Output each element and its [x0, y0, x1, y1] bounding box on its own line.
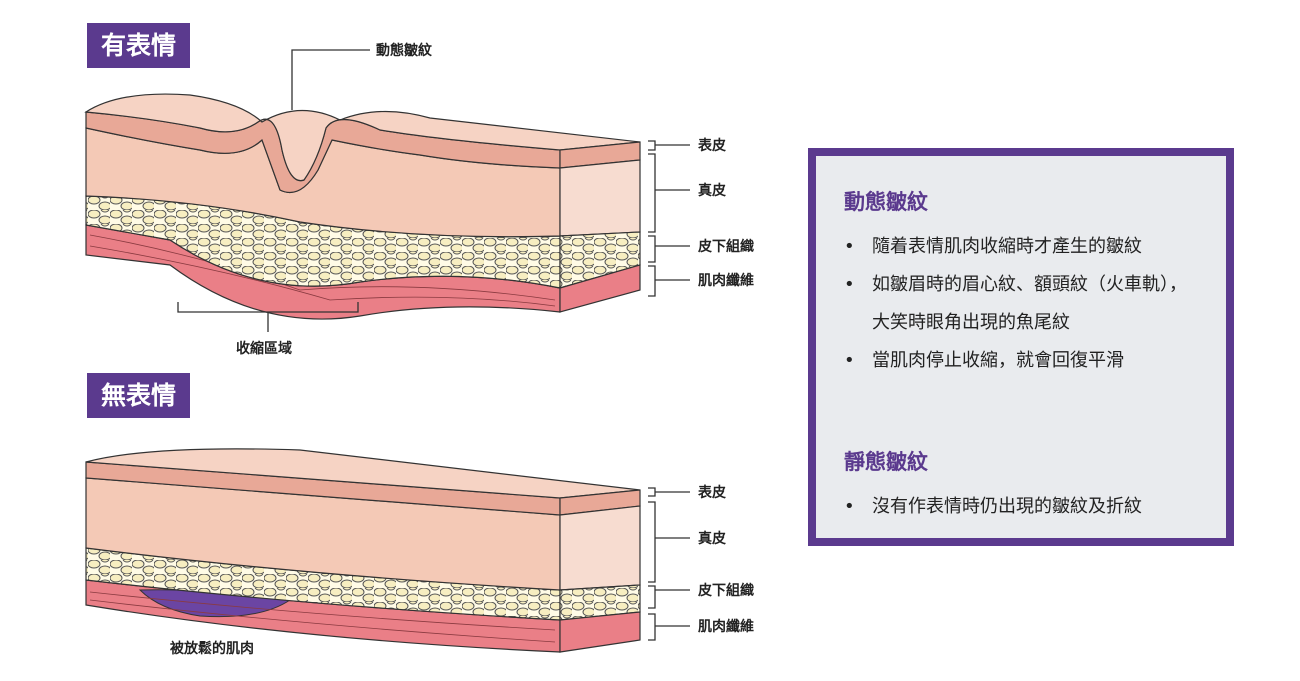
- neutral-leaders: [648, 487, 690, 641]
- list-item: 隨着表情肌肉收縮時才產生的皺紋: [844, 228, 1204, 266]
- neutral-tag: 無表情: [87, 373, 191, 418]
- dynamic-wrinkle-label: 動態皺紋: [376, 43, 432, 59]
- relaxed-muscle-label: 被放鬆的肌肉: [170, 641, 254, 657]
- static-wrinkle-title: 靜態皺紋: [844, 450, 928, 474]
- dynamic-wrinkle-title: 動態皺紋: [844, 190, 928, 214]
- skin-diagrams: [84, 49, 690, 653]
- info-panel: 動態皺紋 隨着表情肌肉收縮時才產生的皺紋 如皺眉時的眉心紋、額頭紋（火車軌），大…: [808, 148, 1234, 546]
- neutral-skin-block: [85, 448, 641, 653]
- dermis-label: 真皮: [698, 531, 726, 547]
- list-item: 當肌肉停止收縮，就會回復平滑: [844, 342, 1204, 380]
- epidermis-label: 表皮: [698, 485, 726, 501]
- expressive-tag: 有表情: [87, 23, 191, 68]
- muscle-fiber-label: 肌肉纖維: [698, 273, 754, 289]
- contraction-area-label: 收縮區域: [236, 341, 292, 357]
- subcutaneous-label: 皮下組織: [698, 239, 754, 255]
- dynamic-wrinkle-list: 隨着表情肌肉收縮時才產生的皺紋 如皺眉時的眉心紋、額頭紋（火車軌），大笑時眼角出…: [844, 228, 1204, 380]
- epidermis-label: 表皮: [698, 138, 726, 154]
- list-item: 沒有作表情時仍出現的皺紋及折紋: [844, 488, 1204, 526]
- expressive-leaders: [177, 49, 690, 332]
- expressive-skin-block: [84, 93, 641, 320]
- subcutaneous-label: 皮下組織: [698, 583, 754, 599]
- muscle-fiber-label: 肌肉纖維: [698, 619, 754, 635]
- list-item: 如皺眉時的眉心紋、額頭紋（火車軌），大笑時眼角出現的魚尾紋: [844, 266, 1204, 342]
- static-wrinkle-list: 沒有作表情時仍出現的皺紋及折紋: [844, 488, 1204, 526]
- dermis-label: 真皮: [698, 183, 726, 199]
